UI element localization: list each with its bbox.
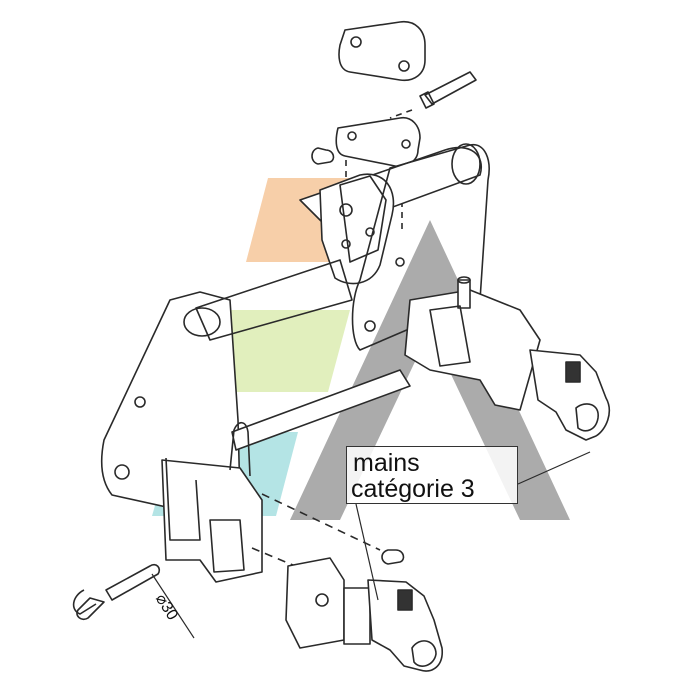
bushing-hole-2 [398, 60, 410, 72]
pin-icon [424, 71, 477, 105]
hitch-frame-drawing [72, 20, 611, 672]
hook-latch [565, 361, 581, 383]
callout-text-line2: catégorie 3 [351, 475, 475, 503]
lower-hook-tongue [411, 640, 437, 667]
top-bushing-1 [338, 20, 426, 82]
top-bracket [319, 173, 395, 285]
lower-beam [231, 369, 411, 451]
right-coupler-block [404, 289, 541, 411]
right-coupler-post-top [457, 276, 471, 284]
bracket-hole-3 [365, 227, 375, 237]
lower-clip-icon [381, 549, 405, 565]
dash-pin-1 [389, 109, 413, 119]
hook-icon [529, 349, 611, 441]
top-bracket-inner [339, 175, 387, 263]
lower-left-bracket-back [165, 457, 201, 541]
dash-lower-1 [261, 493, 381, 551]
left-plate-tube-hole [183, 307, 221, 337]
pin-head [419, 91, 435, 109]
lower-left-bracket-slot [209, 519, 245, 573]
lower-adapter-block [343, 587, 371, 645]
bracket-hole-1 [339, 203, 353, 217]
long-pin [105, 563, 161, 601]
bushing2-hole-1 [347, 131, 357, 141]
hook-tongue [575, 403, 599, 432]
left-plate-hole-1 [134, 396, 146, 408]
right-coupler-post [457, 279, 471, 309]
bushing-hole-1 [350, 36, 362, 48]
right-plate-hole [364, 320, 376, 332]
pin-handle-ring [76, 597, 105, 621]
lower-adapter [285, 557, 345, 649]
logo-grey-a [290, 220, 570, 520]
left-plate-hole-2 [114, 464, 130, 480]
lower-hook-latch [397, 589, 413, 611]
tube-end [451, 143, 481, 185]
lower-hook-icon [367, 579, 443, 672]
right-plate-hole-2 [395, 257, 405, 267]
clip-icon [311, 147, 335, 165]
lower-left-bracket-flange [229, 421, 251, 477]
callout-box: mains catégorie 3 [346, 446, 518, 504]
bracket-hole-2 [341, 239, 351, 249]
right-coupler-face [429, 305, 471, 367]
top-bushing-2 [335, 116, 421, 168]
callout-leader-right [517, 451, 591, 485]
dimension-leader [151, 573, 195, 639]
lower-adapter-hole [315, 593, 329, 607]
bushing2-hole-2 [401, 139, 411, 149]
left-side-plate [100, 291, 241, 511]
callout-leader-lower [355, 503, 379, 601]
pin-ring-loop [72, 589, 97, 615]
main-beam [195, 259, 353, 341]
lower-left-bracket [161, 459, 263, 583]
callout-text-line1: mains [353, 449, 420, 477]
